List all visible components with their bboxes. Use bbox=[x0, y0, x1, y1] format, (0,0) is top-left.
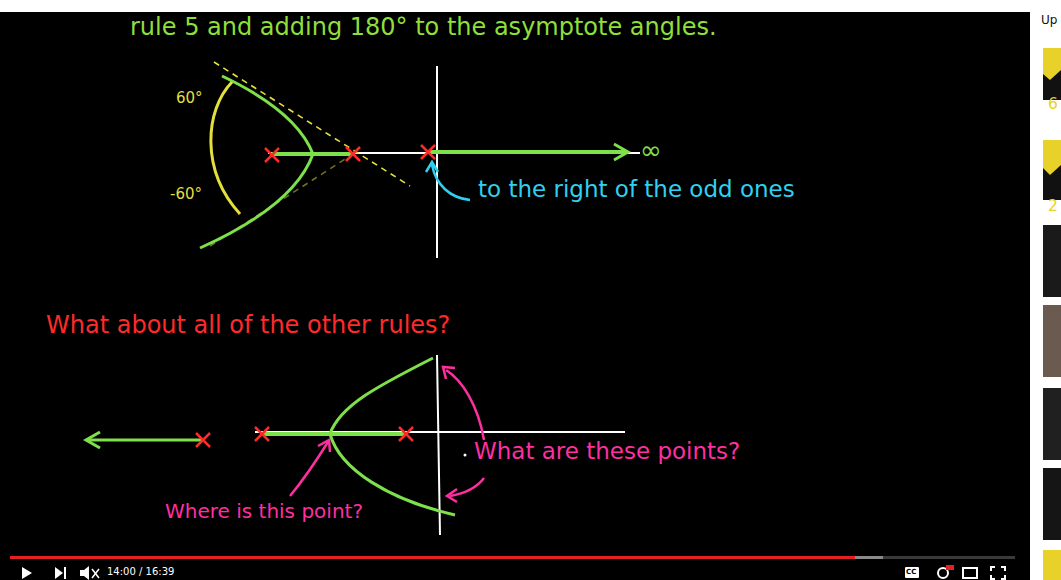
question-heading: What about all of the other rules? bbox=[46, 312, 450, 340]
infinity-label: ∞ bbox=[640, 136, 662, 166]
thumbnail-number: 6 bbox=[1048, 96, 1058, 114]
annotation-note: What are these points? bbox=[474, 438, 740, 464]
time-display: 14:00 / 16:39 bbox=[107, 566, 174, 578]
thumbnail-number: 2 bbox=[1048, 198, 1058, 216]
angle-label: -60° bbox=[170, 186, 202, 203]
annotation-note: Where is this point? bbox=[165, 500, 363, 523]
sidebar-heading: Up bbox=[1041, 14, 1057, 28]
annotation-note: to the right of the odd ones bbox=[478, 176, 795, 202]
angle-label: 60° bbox=[176, 90, 203, 107]
caption-button: CC bbox=[906, 568, 916, 576]
slide-heading: rule 5 and adding 180° to the asymptote … bbox=[130, 14, 717, 42]
